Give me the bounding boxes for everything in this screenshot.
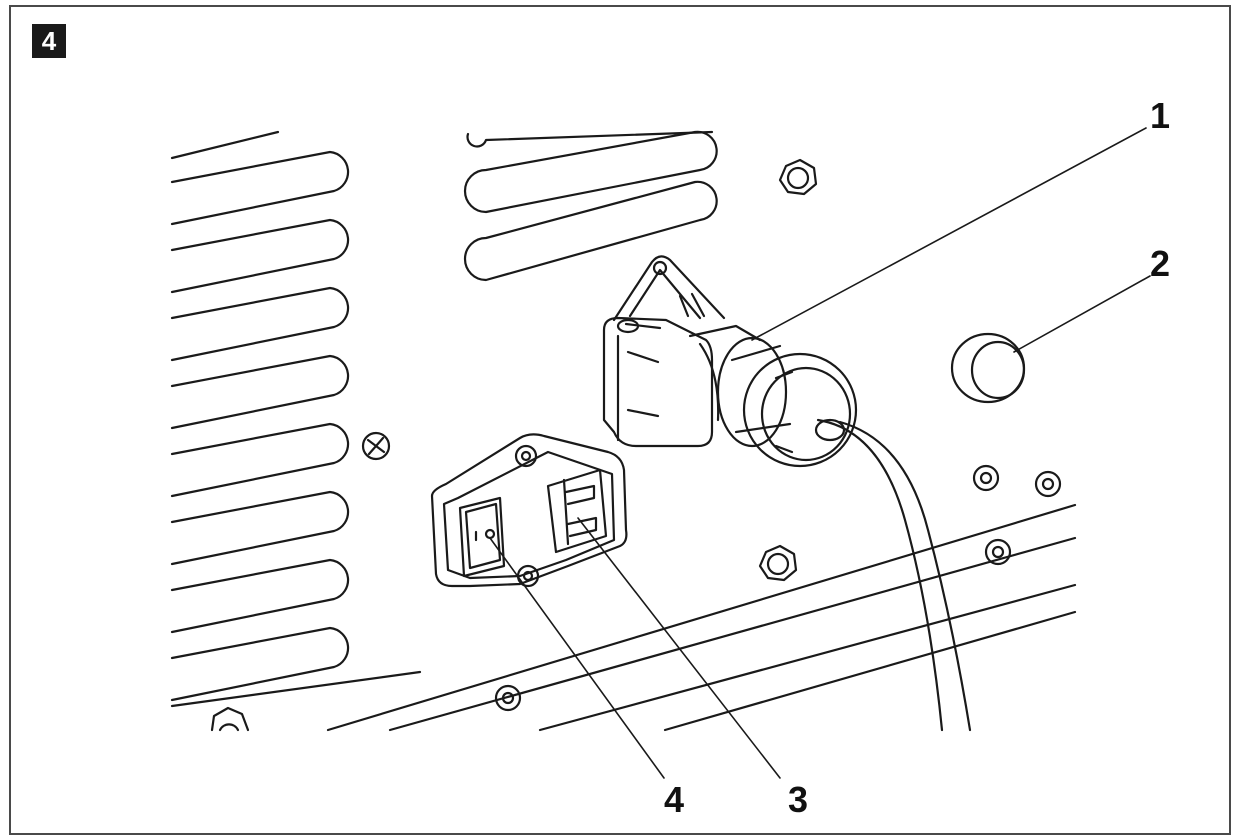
phillips-screw [361,431,391,461]
leader-lines [489,127,1151,779]
callout-2: 2 [1150,243,1170,284]
mounting-screw-top [514,444,538,468]
rivets [494,464,1062,712]
cable-connector [602,255,858,468]
iec-socket [546,468,608,554]
callout-1: 1 [1150,95,1170,136]
hex-bolt-bottom-left [210,706,250,732]
callout-4: 4 [664,779,684,820]
rocker-switch [458,496,506,578]
panel-rails [170,503,1077,732]
hex-bolt-top [778,158,818,196]
left-vent-slots [170,130,350,702]
hex-bolt-middle [758,544,798,582]
power-cable [816,418,972,732]
figure-frame [9,5,1231,835]
figure-number-badge: 4 [32,24,66,58]
callout-3: 3 [788,779,808,820]
round-indicator-plug [950,332,1026,404]
upper-vent-slots [463,130,718,282]
power-inlet-module [430,433,628,588]
